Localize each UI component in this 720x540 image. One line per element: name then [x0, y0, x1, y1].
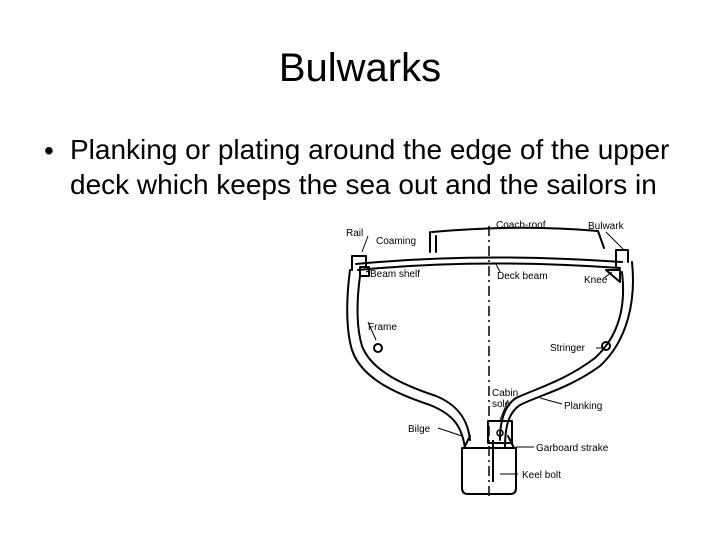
coach-roof-shape	[431, 226, 605, 249]
bulwark-right-shape	[615, 249, 629, 267]
bullet-item: • Planking or plating around the edge of…	[44, 132, 684, 202]
garboard-strake-shape	[463, 435, 515, 449]
keel-shape	[461, 447, 517, 495]
label-garboard-strake: Garboard strake	[536, 443, 609, 454]
stringer-detail	[601, 341, 611, 351]
beam-shelf-shape	[359, 266, 370, 277]
label-stringer: Stringer	[550, 343, 586, 354]
bulwark-left-shape	[351, 255, 367, 271]
hull-inner-right	[499, 271, 625, 441]
label-coach-roof: Coach-roof	[496, 220, 546, 231]
bullet-dot-icon: •	[44, 135, 54, 166]
coaming-shape	[429, 231, 437, 253]
label-keel-bolt: Keel bolt	[522, 470, 561, 481]
hull-cross-section-diagram: Rail Coaming Coach-roof Bulwark Beam she…	[346, 220, 634, 500]
label-knee: Knee	[584, 275, 608, 286]
hull-outer-right	[504, 261, 634, 449]
cabin-sole-bolt	[496, 429, 504, 437]
label-frame: Frame	[368, 322, 397, 333]
label-cabin-sole: Cabin sole	[492, 388, 521, 410]
label-bulwark: Bulwark	[588, 221, 625, 232]
deck-line	[355, 256, 623, 265]
slide-title: Bulwarks	[278, 46, 442, 90]
deck-line-inner	[357, 262, 621, 271]
label-coaming: Coaming	[376, 236, 416, 247]
label-cabin-sole-line2: sole	[492, 399, 511, 410]
label-planking: Planking	[564, 401, 602, 412]
label-cabin-sole-text: Cabin	[492, 388, 518, 399]
frame-detail	[373, 343, 383, 353]
hull-inner-left	[356, 275, 471, 441]
knee-shape	[605, 269, 621, 283]
hull-outer-left	[346, 269, 466, 449]
bullet-text: Planking or plating around the edge of t…	[70, 134, 670, 200]
label-bilge: Bilge	[408, 424, 431, 435]
label-rail: Rail	[346, 228, 363, 239]
label-beam-shelf: Beam shelf	[370, 269, 420, 280]
label-deck-beam: Deck beam	[497, 271, 548, 282]
